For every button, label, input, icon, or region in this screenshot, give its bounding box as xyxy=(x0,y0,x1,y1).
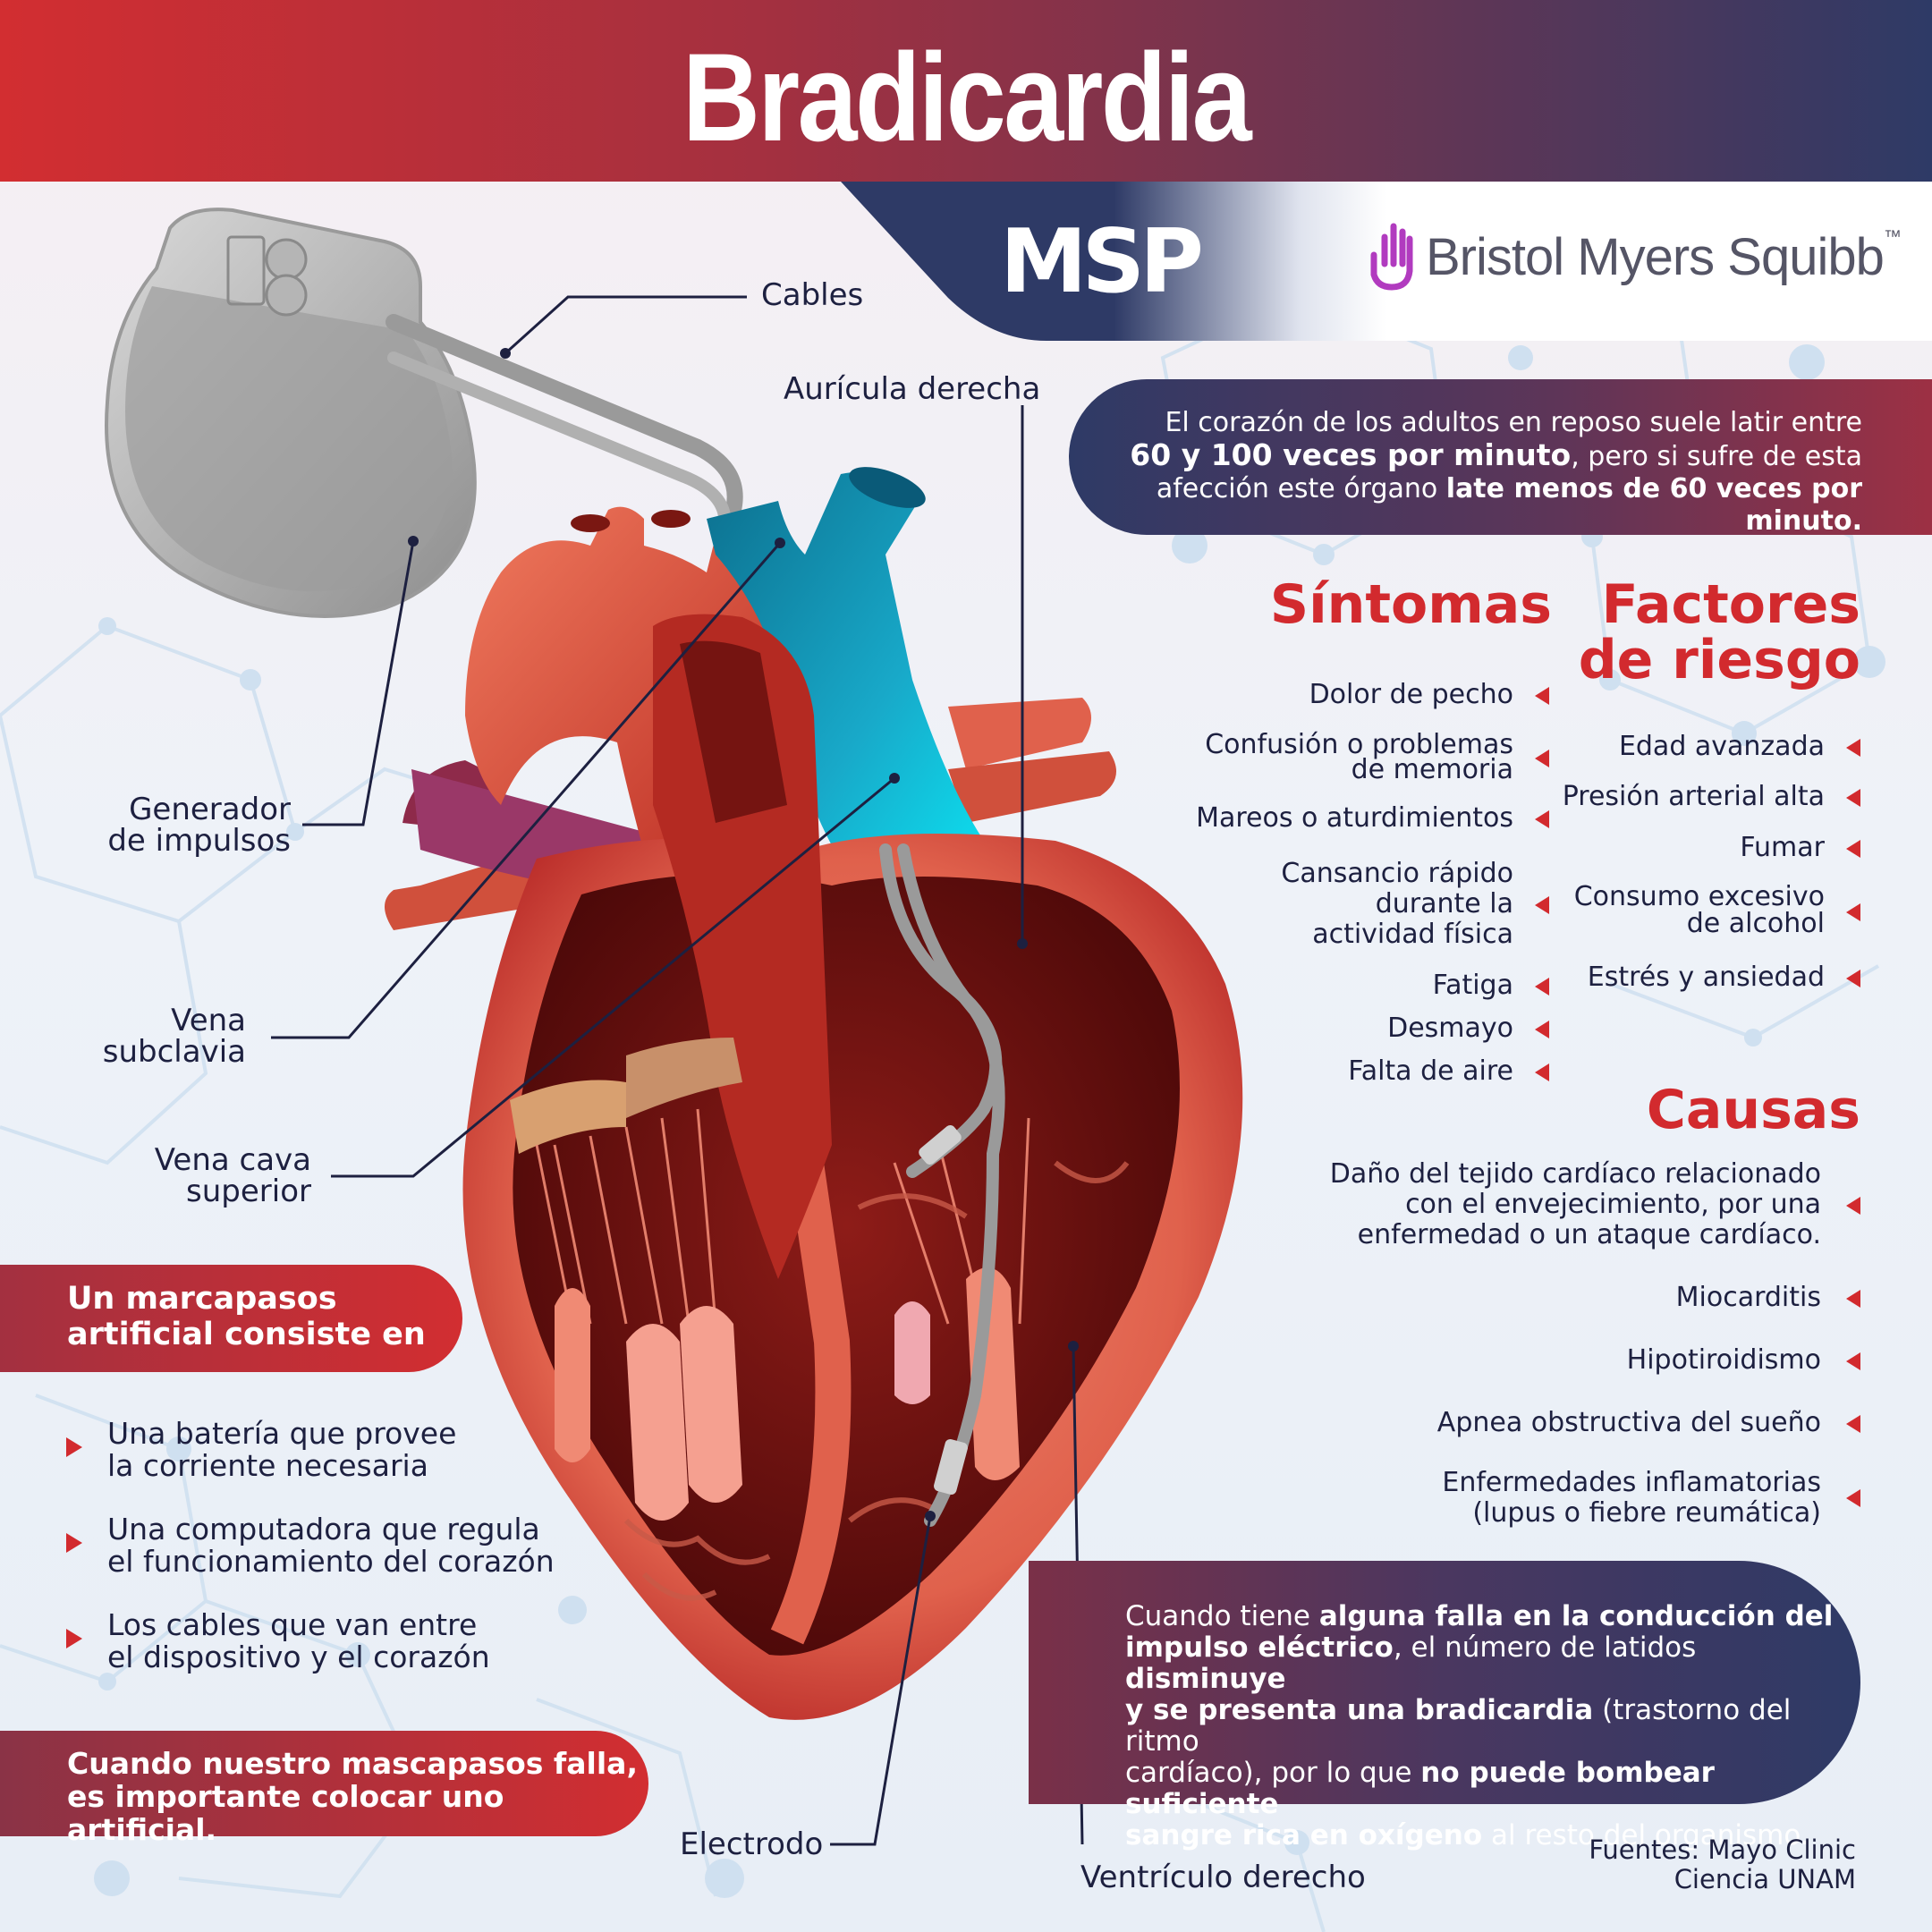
arrow-icon xyxy=(66,1533,82,1553)
arrow-icon xyxy=(1535,750,1549,767)
arrow-icon xyxy=(1846,1489,1860,1507)
label-electrodo: Electrodo xyxy=(680,1826,824,1862)
intro-box xyxy=(1069,379,1932,535)
arrow-icon xyxy=(1535,978,1549,996)
pulse-generator xyxy=(105,208,477,618)
arrow-icon xyxy=(66,1437,82,1457)
falla-box xyxy=(0,1731,648,1836)
arrow-icon xyxy=(66,1629,82,1648)
sintomas-title: Síntomas xyxy=(1269,573,1552,636)
arrow-icon xyxy=(1846,903,1860,921)
arrow-icon xyxy=(1535,1021,1549,1038)
label-auricula-derecha: Aurícula derecha xyxy=(784,371,1041,407)
bms-logo: Bristol Myers Squibb™ xyxy=(1426,227,1902,286)
arrow-icon xyxy=(1846,739,1860,757)
bms-hand-icon xyxy=(1370,223,1413,291)
falla-text: Cuando nuestro mascapasos falla,es impor… xyxy=(67,1746,638,1847)
label-cables: Cables xyxy=(761,277,864,313)
heart-pacemaker-illustration xyxy=(105,208,1243,1720)
causas-title: Causas xyxy=(1646,1079,1860,1141)
intro-text: El corazón de los adultos en reposo suel… xyxy=(1130,407,1862,537)
arrow-icon xyxy=(1846,1290,1860,1308)
arrow-icon xyxy=(1846,970,1860,987)
conduccion-text: Cuando tiene alguna falla en la conducci… xyxy=(1125,1600,1834,1852)
label-ventriculo-derecho: Ventrículo derecho xyxy=(1080,1860,1366,1895)
arrow-icon xyxy=(1535,1063,1549,1081)
header-bar xyxy=(0,0,1932,182)
arrow-icon xyxy=(1535,687,1549,705)
conduccion-box xyxy=(1029,1561,1860,1804)
arrow-icon xyxy=(1846,1415,1860,1433)
arrow-icon xyxy=(1535,896,1549,914)
msp-logo: MSP xyxy=(1000,211,1204,313)
arrow-icon xyxy=(1846,840,1860,858)
arrow-icon xyxy=(1846,1197,1860,1215)
arrow-icon xyxy=(1846,789,1860,807)
marcapasos-box xyxy=(0,1265,462,1372)
arrow-icon xyxy=(1846,1352,1860,1370)
arrow-icon xyxy=(1535,810,1549,828)
page-title: Bradicardia xyxy=(682,27,1252,167)
